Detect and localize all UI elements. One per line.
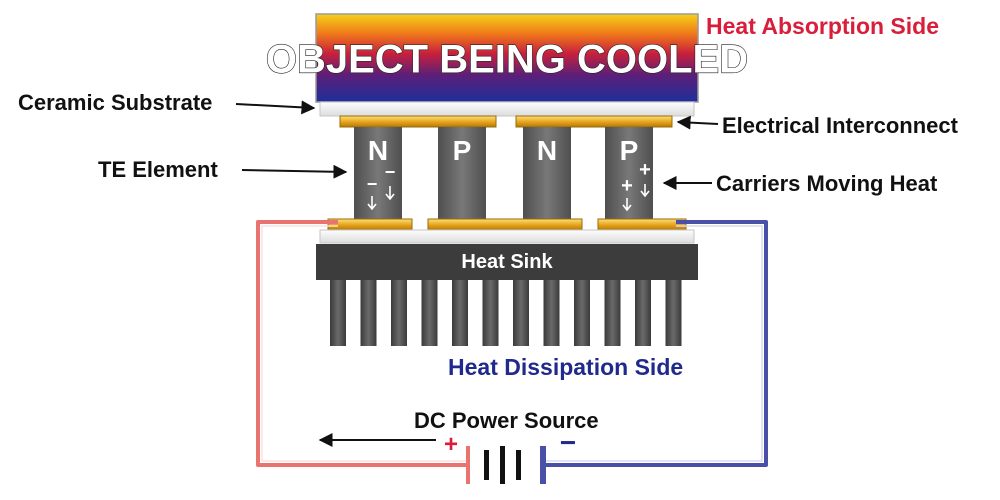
- heat-sink-fin: [330, 280, 346, 346]
- lower-interconnect-right: [597, 218, 687, 231]
- upper-interconnect-right: [515, 115, 673, 128]
- positive-wire-highlight: [261, 225, 466, 462]
- battery-plate-negative: [540, 446, 546, 484]
- hole-carriers: + +: [621, 159, 651, 212]
- heat-sink-fin: [482, 280, 499, 346]
- electron-mark: −: [385, 162, 396, 182]
- dc-power-source-label: DC Power Source: [414, 408, 599, 433]
- carrier-down-arrow: [640, 184, 650, 198]
- upper-interconnect-left: [339, 115, 497, 128]
- carriers-moving-heat-label: Carriers Moving Heat: [716, 171, 938, 196]
- pellet-letter-1: N: [368, 135, 388, 166]
- battery-cell: [500, 446, 505, 484]
- lower-interconnect-left: [327, 218, 413, 231]
- heat-sink-fin: [360, 280, 377, 346]
- heat-sink-base: [316, 244, 698, 280]
- electrical-interconnect-arrow: [676, 115, 719, 130]
- heat-sink-fin: [635, 280, 651, 346]
- heat-absorption-label: Heat Absorption Side: [706, 13, 939, 39]
- heat-sink-fins: [330, 280, 682, 346]
- heat-sink: Heat Sink: [316, 244, 698, 346]
- dc-battery: + −: [444, 427, 576, 484]
- te-pellet-4: [605, 127, 653, 219]
- positive-wire: [256, 220, 466, 467]
- ceramic-substrate-label: Ceramic Substrate: [18, 90, 212, 115]
- battery-positive-sign: +: [444, 431, 458, 458]
- hole-mark: +: [621, 175, 633, 197]
- heat-dissipation-label: Heat Dissipation Side: [448, 354, 683, 380]
- heat-sink-fin: [665, 280, 682, 346]
- upper-ceramic-substrate: [319, 101, 695, 117]
- electron-mark: −: [367, 174, 378, 194]
- heat-sink-fin: [543, 280, 560, 346]
- heat-sink-fin: [574, 280, 590, 346]
- object-being-cooled: OBJECT BEING COOLED: [265, 13, 749, 103]
- object-title: OBJECT BEING COOLED: [266, 38, 748, 82]
- carrier-down-arrow: [367, 196, 377, 211]
- electron-carriers: − −: [367, 162, 396, 211]
- heat-sink-fin: [604, 280, 621, 346]
- pellet-letter-4: P: [620, 135, 639, 166]
- lower-interconnect-middle: [427, 218, 583, 231]
- te-pellet-2: [438, 127, 486, 219]
- te-element-label: TE Element: [98, 157, 218, 182]
- carrier-down-arrow: [385, 186, 395, 201]
- heat-sink-fin: [452, 280, 468, 346]
- heat-sink-fin: [421, 280, 438, 346]
- heat-sink-fin: [513, 280, 529, 346]
- ceramic-substrate-arrow: [235, 100, 316, 115]
- negative-wire: [546, 220, 768, 467]
- te-pellet-3: [523, 127, 571, 219]
- heat-sink-label: Heat Sink: [461, 251, 553, 273]
- heat-sink-fin: [391, 280, 407, 346]
- te-pellet-1: [354, 127, 402, 219]
- battery-plate-positive: [466, 446, 470, 484]
- lower-ceramic-substrate: [319, 229, 695, 244]
- pellet-letter-2: P: [453, 135, 472, 166]
- hole-mark: +: [639, 159, 651, 181]
- electrical-interconnect-label: Electrical Interconnect: [722, 113, 959, 138]
- carrier-down-arrow: [622, 198, 632, 212]
- negative-wire-highlight: [546, 225, 763, 462]
- battery-negative-sign: −: [560, 427, 576, 458]
- battery-cell: [516, 450, 521, 480]
- battery-cell: [484, 450, 489, 480]
- te-pellets: N P N P − − + +: [354, 127, 653, 219]
- te-element-arrow: [241, 164, 348, 179]
- pellet-letter-3: N: [537, 135, 557, 166]
